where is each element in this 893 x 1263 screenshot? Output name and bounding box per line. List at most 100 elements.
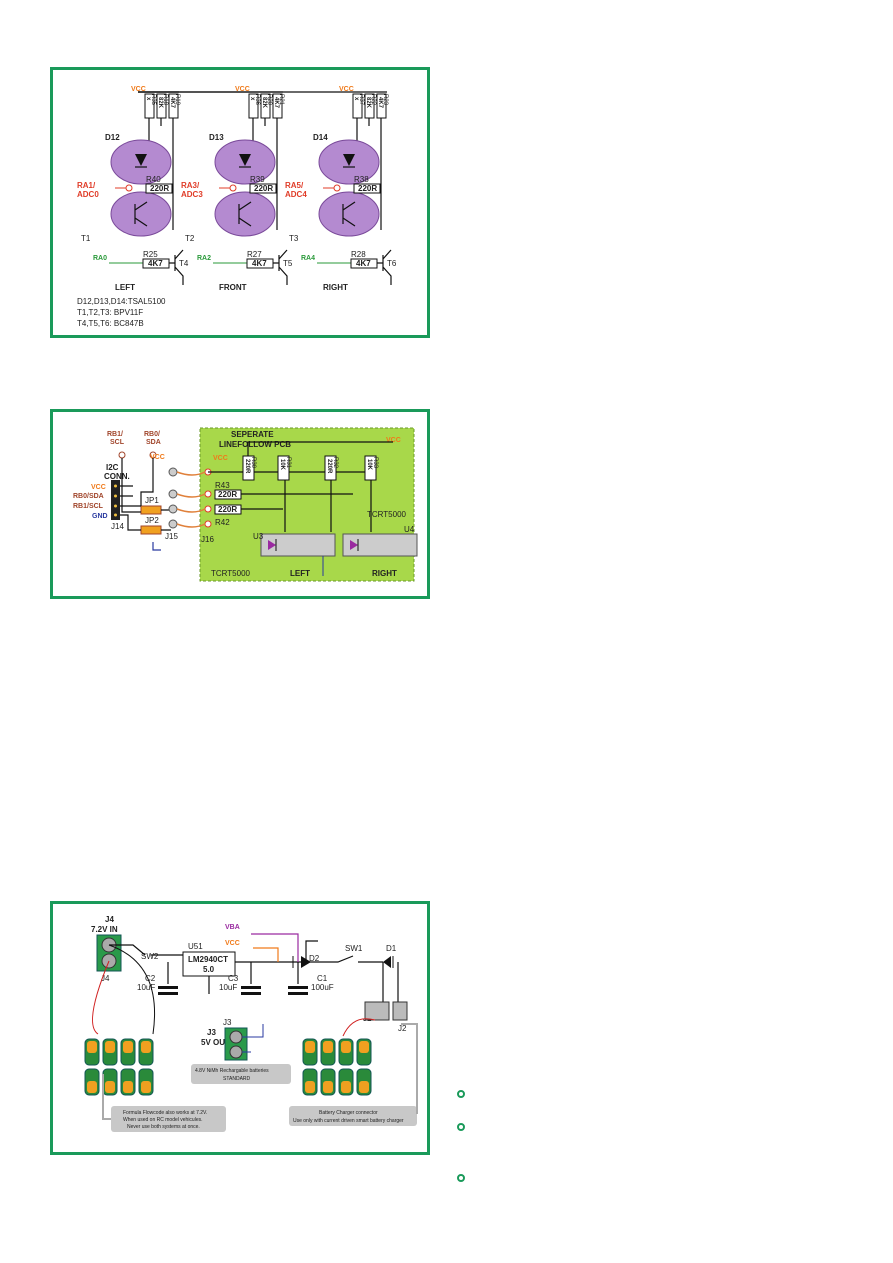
resistor-ref: R22 <box>370 94 376 106</box>
j2-label: J2 <box>398 1024 407 1033</box>
adc-channel-label: ADC0 <box>77 190 99 199</box>
pcb-vcc: VCC <box>386 437 401 444</box>
power-supply-schematic: J4 7.2V IN J4 SW2 U51 LM2940CT 5.0 C2 10… <box>84 915 418 1132</box>
j4-label: J4 <box>105 915 114 924</box>
j4-ref: J4 <box>101 974 110 983</box>
pcb-resistor-value: 220R <box>244 459 250 474</box>
driver-transistor-label: T4 <box>179 259 189 268</box>
resistor-value: x <box>353 97 359 101</box>
r42-value: 220R <box>218 505 237 514</box>
note-line-3: T4,T5,T6: BC847B <box>77 319 144 328</box>
rb1-label: RB1/ <box>107 431 123 438</box>
feedback-resistor-ref: R39 <box>250 175 265 184</box>
drive-port-label: RA0 <box>93 255 107 262</box>
j14-label: J14 <box>111 522 124 531</box>
pcb-pin <box>204 505 212 513</box>
adc-channel-label: ADC3 <box>181 190 203 199</box>
drive-port-label: RA4 <box>301 255 315 262</box>
resistor-ref: R20 <box>266 94 272 106</box>
bullet-marker <box>457 1123 465 1131</box>
resistor-ref: R18 <box>162 94 168 106</box>
sda-label: SDA <box>146 439 161 446</box>
phototransistor-label: T3 <box>289 234 299 243</box>
resistor-ref: R36 <box>254 94 260 106</box>
pcb-pin <box>204 520 212 528</box>
d2-label: D2 <box>309 954 320 963</box>
connector-pin <box>168 504 178 514</box>
pcb-resistor-value: 10K <box>279 459 285 471</box>
resistor-value: 4K7 <box>273 97 279 109</box>
resistor-value: 4K7 <box>377 97 383 109</box>
u51-label: U51 <box>188 942 203 951</box>
diode-label: D13 <box>209 133 224 142</box>
tcrt-label-u3: TCRT5000 <box>211 569 251 578</box>
conn-label: CONN. <box>104 472 130 481</box>
vcc2-label: VCC <box>213 455 228 462</box>
feedback-resistor-ref: R38 <box>354 175 369 184</box>
reg-voltage: 5.0 <box>203 965 215 974</box>
pin-vcc: VCC <box>91 484 106 491</box>
vcc-label: VCC <box>339 86 354 93</box>
jp2-label: JP2 <box>145 516 159 525</box>
charger-note-line-2: Use only with current driven smart batte… <box>293 1118 404 1124</box>
j3-output-label: 5V OUT <box>201 1038 230 1047</box>
formula-note-line-2: When used on RC model vehicules. <box>123 1117 203 1123</box>
u4-module <box>342 533 418 557</box>
charger-note-line-1: Battery Charger connector <box>319 1110 378 1116</box>
pcb-resistor-ref: R30 <box>250 457 256 469</box>
bullet-marker <box>457 1174 465 1182</box>
feedback-resistor-value: 220R <box>254 184 273 193</box>
u3-module <box>260 533 336 557</box>
adc-port-label: RA3/ <box>181 181 200 190</box>
c1-value: 100uF <box>311 983 334 992</box>
base-resistor-ref: R25 <box>143 250 158 259</box>
j14-connector <box>111 480 120 520</box>
base-resistor-value: 4K7 <box>252 259 267 268</box>
sw2-label: SW2 <box>141 952 159 961</box>
feedback-resistor-value: 220R <box>150 184 169 193</box>
rb0-label: RB0/ <box>144 431 160 438</box>
sensor-position-label: FRONT <box>219 283 247 292</box>
resistor-ref: R35 <box>150 94 156 106</box>
diode-label: D14 <box>313 133 328 142</box>
feedback-resistor-value: 220R <box>358 184 377 193</box>
scl-label: SCL <box>110 439 125 446</box>
connector-pin <box>168 467 178 477</box>
sw1-label: SW1 <box>345 944 363 953</box>
adc-port-label: RA1/ <box>77 181 96 190</box>
i2c-linefollow-schematic: SEPERATE LINEFOLLOW PCB VCC RB1/ SCL RB0… <box>73 427 418 582</box>
adc-channel-label: ADC4 <box>285 190 307 199</box>
j4-input-label: 7.2V IN <box>91 925 118 934</box>
j2-connector <box>392 1001 408 1021</box>
charger-note <box>289 1106 417 1126</box>
j16-label: J16 <box>201 535 214 544</box>
phototransistor-label: T1 <box>81 234 91 243</box>
connector-pin <box>168 519 178 529</box>
base-resistor-ref: R27 <box>247 250 262 259</box>
d1-label: D1 <box>386 944 397 953</box>
pcb-resistor <box>364 455 377 481</box>
resistor-ref: R23 <box>382 94 388 106</box>
formula-note-line-3: Never use both systems at once. <box>127 1124 200 1130</box>
vcc-label: VCC <box>131 86 146 93</box>
r42-label: R42 <box>215 518 230 527</box>
r43-value: 220R <box>218 490 237 499</box>
battery-note-line-1: 4.8V NiMh Rechargable batteries <box>195 1068 269 1074</box>
left-sensor-label: LEFT <box>290 569 310 578</box>
c2-label: C2 <box>145 974 156 983</box>
resistor-value: x <box>249 97 255 101</box>
resistor-ref: R19 <box>174 94 180 106</box>
jp2-jumper <box>140 525 162 535</box>
c1-label: C1 <box>317 974 328 983</box>
battery-note <box>191 1064 291 1084</box>
sensor-position-label: RIGHT <box>323 283 348 292</box>
sensor-position-label: LEFT <box>115 283 135 292</box>
note-line-1: D12,D13,D14:TSAL5100 <box>77 297 166 306</box>
vcc-label: VCC <box>235 86 250 93</box>
phototransistor-label: T2 <box>185 234 195 243</box>
pcb-title-2: LINEFOLLOW PCB <box>219 440 291 449</box>
base-resistor-value: 4K7 <box>148 259 163 268</box>
